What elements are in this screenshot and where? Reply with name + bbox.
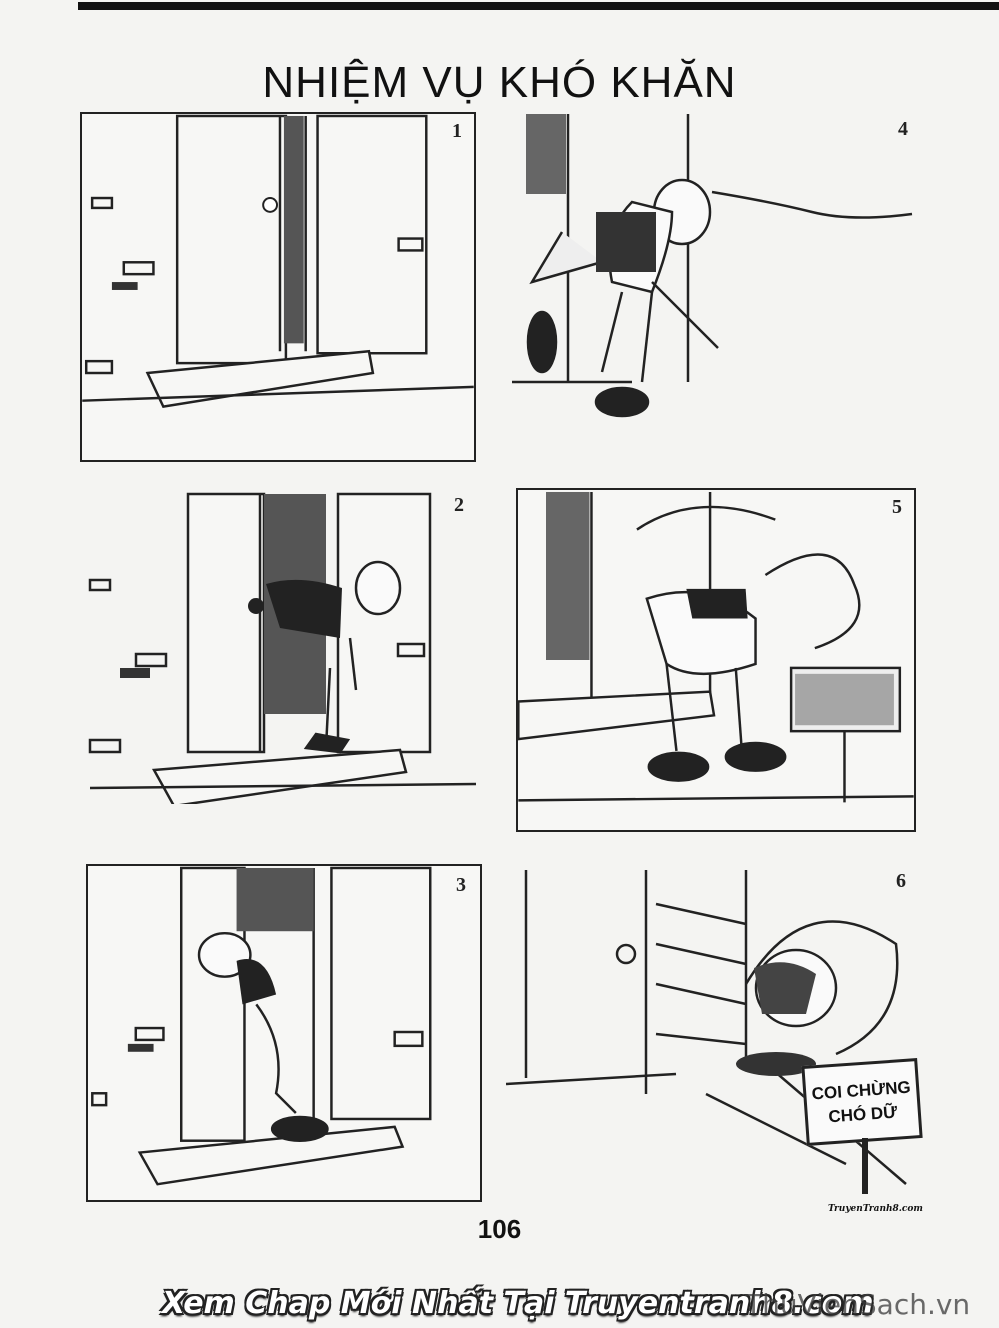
panel-2-art: [88, 492, 476, 804]
watermark-banner: Xem Chap Mới Nhất Tại Truyentranh8.com: [162, 1286, 874, 1321]
comic-panel-3: 3: [86, 864, 482, 1202]
panel-number: 5: [892, 496, 902, 518]
comic-panel-4: 4: [512, 112, 924, 462]
comic-panel-6: 6: [506, 864, 930, 1200]
panel-5-art: [518, 491, 914, 803]
panel-3-art: [91, 866, 432, 1186]
site-watermark: ThuVienSach.vn: [745, 1288, 971, 1321]
page-title: NHIỆM VỤ KHÓ KHĂN: [262, 58, 737, 107]
panel-4-art: [512, 114, 913, 418]
comic-panel-2: 2: [80, 488, 476, 804]
comic-panel-1: 1: [80, 112, 476, 462]
panel-number: 3: [456, 874, 466, 896]
sign-post: [862, 1138, 868, 1194]
warning-sign: COI CHỪNG CHÓ DỮ: [801, 1058, 923, 1146]
top-border-rule: [78, 2, 999, 10]
panel-number: 4: [898, 118, 908, 140]
panel-number: 6: [896, 870, 906, 892]
credit-mark: TruyenTranh8.com: [828, 1204, 923, 1214]
panel-1-art: [82, 114, 474, 408]
panel-number: 1: [452, 120, 462, 142]
panel-number: 2: [454, 494, 464, 516]
page-number: 106: [477, 1214, 522, 1244]
comic-panel-5: 5: [516, 488, 916, 832]
panel-6-art: [506, 870, 907, 1185]
